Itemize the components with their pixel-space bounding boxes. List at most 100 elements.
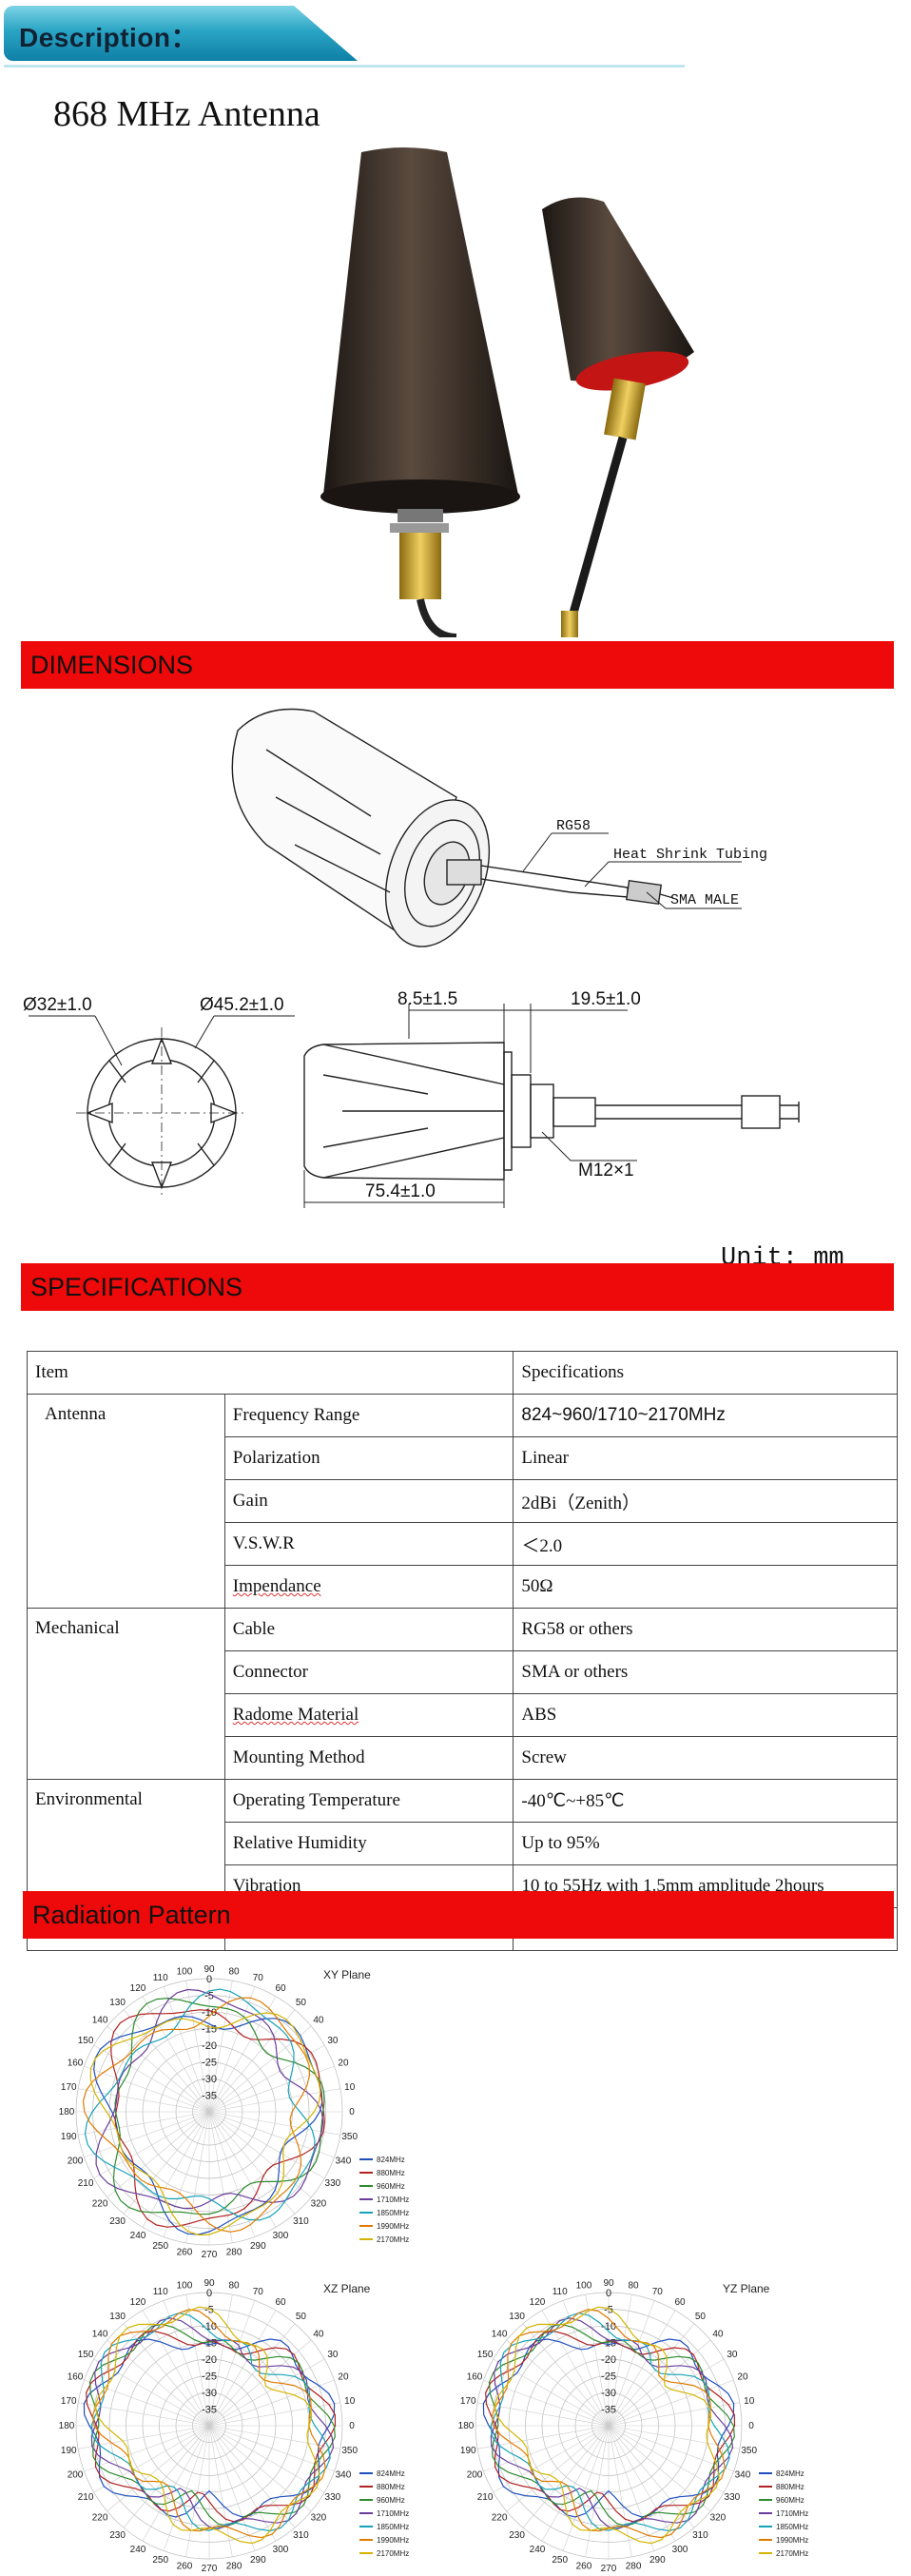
legend-entry: 1850MHz: [377, 2209, 409, 2217]
polar-trace: [485, 2331, 736, 2523]
polar-plot-xy: 0102030405060708090100110120130140150160…: [59, 1964, 410, 2260]
polar-spoke: [107, 2111, 210, 2198]
table-row: Polarization Linear: [28, 1436, 898, 1480]
polar-trace: [93, 2015, 323, 2235]
polar-angle-label: 200: [467, 2469, 483, 2480]
polar-ring-label: -25: [202, 2058, 217, 2069]
legend-entry: 824MHz: [377, 2156, 405, 2164]
polar-spoke: [84, 2065, 210, 2113]
table-row: Connector SMA or others: [28, 1650, 898, 1694]
polar-trace: [89, 2012, 321, 2236]
polar-spoke: [123, 2009, 210, 2113]
polar-trace: [82, 1997, 311, 2233]
legend-entry: 880MHz: [776, 2483, 804, 2491]
dim-75-4: 75.4±1.0: [365, 1181, 436, 1201]
polar-spoke: [585, 2425, 610, 2557]
polar-spoke: [493, 2425, 610, 2493]
polar-angle-label: 310: [293, 2530, 309, 2541]
polar-angle-label: 240: [130, 2231, 146, 2241]
dim-8-5: 8.5±1.5: [397, 989, 457, 1009]
row-label: Frequency Range: [223, 1394, 514, 1437]
polar-spoke: [93, 2358, 210, 2427]
isometric-drawing: RG58 Heat Shrink Tubing SMA MALE: [231, 708, 767, 947]
radiation-heading: Radiation Pattern: [32, 1901, 231, 1929]
table-row: Gain 2dBi（Zenith）: [28, 1479, 898, 1523]
polar-angle-label: 250: [152, 2555, 168, 2566]
polar-angle-label: 90: [204, 2278, 215, 2289]
polar-angle-label: 260: [177, 2248, 193, 2258]
polar-angle-label: 130: [109, 1998, 126, 2008]
polar-spoke: [208, 1996, 277, 2113]
legend-entry: 960MHz: [377, 2496, 405, 2505]
polar-angle-label: 180: [59, 2421, 75, 2431]
polar-plane-title: XY Plane: [323, 1968, 371, 1981]
row-label: V.S.W.R: [223, 1522, 514, 1566]
polar-angle-label: 40: [313, 2016, 324, 2026]
polar-angle-label: 20: [338, 2372, 349, 2383]
polar-ring-label: -35: [601, 2405, 616, 2416]
specifications-heading: SPECIFICATIONS: [30, 1273, 243, 1301]
polar-angle-label: 120: [130, 1983, 146, 1994]
polar-ring-label: -5: [604, 2305, 613, 2316]
row-value: Screw: [513, 1736, 898, 1780]
polar-spoke: [208, 2425, 325, 2493]
row-label: Mounting Method: [223, 1736, 514, 1780]
polar-angle-label: 240: [130, 2545, 146, 2555]
polar-angle-label: 300: [273, 2231, 289, 2241]
callout-heat-shrink: Heat Shrink Tubing: [613, 847, 767, 863]
polar-spoke: [608, 2358, 725, 2427]
dim-diameter-45: Ø45.2±1.0: [200, 995, 284, 1015]
table-header-row: Item Specifications: [26, 1351, 898, 1395]
polar-trace: [482, 2338, 735, 2518]
polar-spoke: [208, 2294, 233, 2427]
polar-angle-label: 30: [727, 2350, 738, 2360]
polar-spoke: [608, 2425, 725, 2493]
polar-spoke: [522, 2425, 610, 2528]
polar-spoke: [608, 2294, 632, 2427]
polar-spoke: [483, 2425, 610, 2472]
polar-angle-label: 310: [692, 2530, 708, 2541]
legend-entry: 880MHz: [377, 2169, 405, 2177]
polar-plot-xz: 0102030405060708090100110120130140150160…: [59, 2278, 410, 2574]
polar-angle-label: 50: [296, 1998, 307, 2008]
polar-spoke: [163, 2111, 210, 2237]
polar-spoke: [208, 2379, 335, 2427]
polar-angle-label: 290: [649, 2555, 666, 2566]
polar-spoke: [608, 2425, 632, 2557]
polar-angle-label: 60: [674, 2297, 686, 2308]
polar-angle-label: 0: [748, 2421, 754, 2431]
polar-spoke: [78, 2088, 210, 2113]
table-row: V.S.W.R ＜2.0: [28, 1522, 898, 1566]
polar-angle-label: 20: [737, 2372, 748, 2383]
polar-angle-label: 240: [530, 2545, 546, 2555]
polar-trace: [490, 2317, 734, 2530]
polar-angle-label: 30: [327, 2036, 339, 2046]
table-row: Mechanical Cable RG58 or others: [27, 1608, 898, 1780]
polar-spoke: [123, 2111, 210, 2215]
polar-angle-label: 140: [92, 2016, 108, 2026]
polar-angle-label: 130: [109, 2312, 126, 2322]
legend-entry: 1990MHz: [377, 2222, 409, 2231]
polar-angle-label: 200: [68, 2156, 84, 2166]
polar-spoke: [208, 2009, 296, 2113]
row-value: 824~960/1710~2170MHz: [513, 1394, 898, 1437]
row-label: Polarization: [223, 1436, 514, 1480]
polar-spoke: [185, 2425, 210, 2557]
polar-spoke: [84, 2111, 210, 2158]
polar-angle-label: 70: [652, 2287, 664, 2297]
polar-spoke: [608, 2310, 676, 2427]
polar-angle-label: 80: [228, 2280, 240, 2291]
polar-angle-label: 350: [341, 2446, 358, 2456]
polar-spoke: [585, 2294, 610, 2427]
legend-entry: 2170MHz: [377, 2549, 409, 2558]
side-view-drawing: 8.5±1.5 19.5±1.0 M12×1 75.4±1.0: [303, 989, 800, 1208]
polar-angle-label: 260: [177, 2562, 193, 2572]
front-view-drawing: Ø32±1.0 Ø45.2±1.0: [23, 995, 295, 1199]
polar-spoke: [208, 2300, 256, 2427]
polar-angle-label: 340: [336, 2469, 352, 2480]
polar-plot-yz: 0102030405060708090100110120130140150160…: [458, 2278, 809, 2574]
polar-angle-label: 330: [725, 2492, 741, 2503]
polar-spoke: [93, 2044, 210, 2113]
polar-angle-label: 130: [509, 2312, 525, 2322]
polar-spoke: [506, 2339, 610, 2427]
